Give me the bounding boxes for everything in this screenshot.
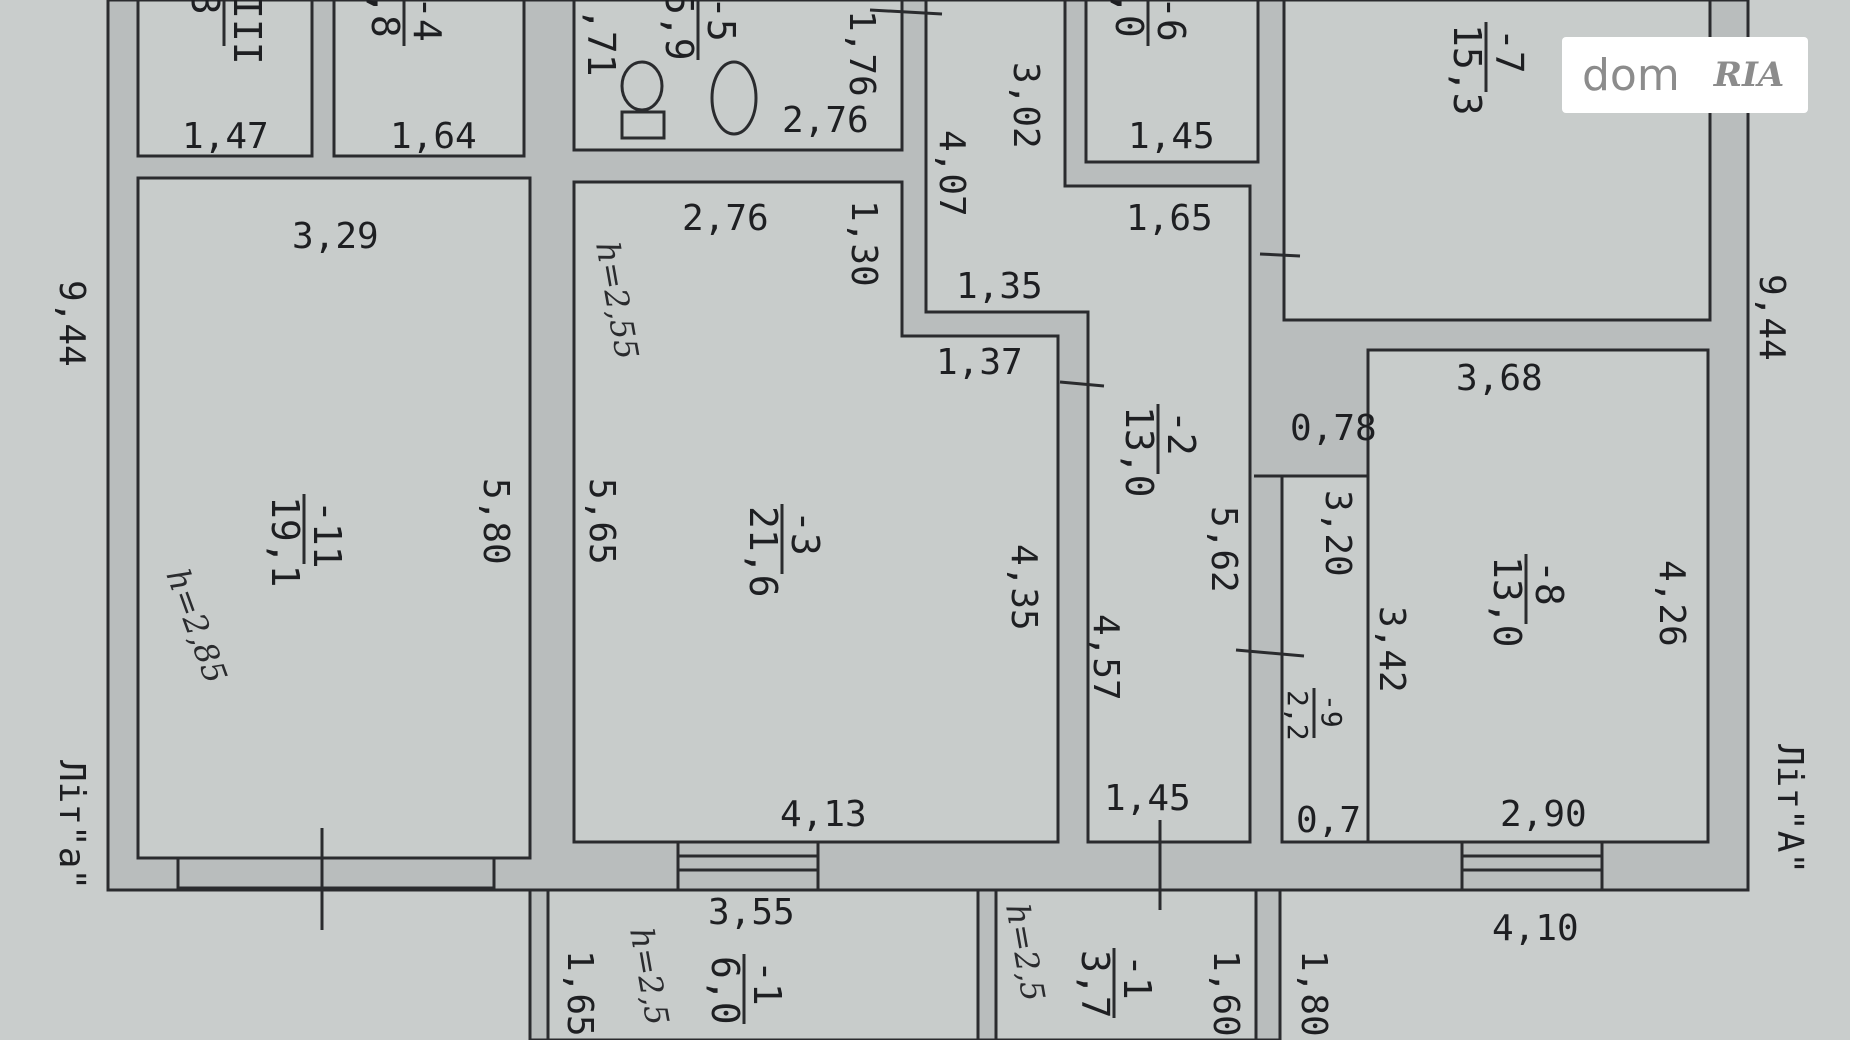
- svg-text:-3: -3: [783, 510, 827, 556]
- room-label-4: -4 ,8: [363, 0, 449, 46]
- svg-text:-7: -7: [1487, 28, 1531, 74]
- room-9: [1280, 474, 1370, 844]
- room-2: [924, 0, 1252, 844]
- svg-text:15,3: 15,3: [1445, 24, 1489, 116]
- svg-text:,0: ,0: [1107, 0, 1151, 38]
- dim-label: 1,47: [182, 116, 269, 157]
- dim-label: 4,07: [931, 130, 972, 217]
- litera-left: Літ"а": [51, 760, 92, 890]
- room-label-9: -9 2,2: [1281, 688, 1348, 741]
- svg-text:6,0: 6,0: [703, 956, 747, 1025]
- toilet-fixture: [620, 60, 758, 140]
- svg-text:-4: -4: [405, 0, 449, 42]
- dim-label: 1,76: [841, 10, 882, 97]
- dim-label: 3,02: [1005, 62, 1046, 149]
- room-label-8: -8 13,0: [1485, 554, 1571, 648]
- room-5: [572, 0, 904, 152]
- room-6: [1084, 0, 1260, 164]
- dim-label: 3,42: [1371, 606, 1412, 693]
- room-4: [332, 0, 526, 158]
- dim-label: 4,35: [1003, 544, 1044, 631]
- room-11: [136, 176, 532, 860]
- windows: [176, 840, 1604, 892]
- dim-label: 5,62: [1203, 506, 1244, 593]
- svg-text:5,9: 5,9: [657, 0, 701, 61]
- logo-dom: dom: [1582, 49, 1680, 101]
- dim-label: 1,65: [1126, 198, 1213, 239]
- dim-label: 1,80: [1293, 950, 1334, 1037]
- svg-text:-1: -1: [745, 960, 789, 1006]
- litera-right: Літ"А": [1769, 744, 1810, 874]
- svg-text:21,6: 21,6: [741, 506, 785, 598]
- room-label-11: -11 19,1: [263, 494, 349, 588]
- room-label-5: -5 5,9: [657, 0, 743, 61]
- dim-label: 9,44: [1751, 274, 1792, 361]
- svg-text:3,7: 3,7: [1073, 950, 1117, 1019]
- dim-label: 0,78: [1290, 408, 1377, 449]
- svg-text:-2: -2: [1159, 410, 1203, 456]
- dim-label: 1,30: [843, 200, 884, 287]
- dim-label: 5,80: [475, 478, 516, 565]
- dim-label: 4,10: [1492, 908, 1579, 949]
- svg-text:19,1: 19,1: [263, 496, 307, 588]
- dim-label: 3,29: [292, 216, 379, 257]
- room-label-iii: III 3: [183, 0, 269, 65]
- svg-text:,8: ,8: [363, 0, 407, 38]
- dim-label: 1,64: [390, 116, 477, 157]
- svg-text:3: 3: [183, 0, 227, 15]
- dim-label: 1,65: [559, 950, 600, 1037]
- room-label-2: -2 13,0: [1117, 404, 1203, 498]
- door-marks: [320, 8, 1305, 930]
- dim-label: 3,68: [1456, 358, 1543, 399]
- room-3: [572, 180, 1060, 844]
- dim-label: 0,7: [1296, 800, 1361, 841]
- dim-label: 4,13: [780, 794, 867, 835]
- room-label-1a: -1 6,0: [703, 954, 789, 1025]
- svg-text:-1: -1: [1115, 954, 1159, 1000]
- logo-ria: RIA: [1713, 55, 1785, 95]
- partial-label: ,71: [579, 8, 623, 77]
- svg-text:-6: -6: [1149, 0, 1193, 42]
- room-label-1b: -1 3,7: [1073, 948, 1159, 1019]
- svg-text:-9: -9: [1315, 694, 1348, 728]
- room-label-6: -6 ,0: [1107, 0, 1193, 46]
- dim-label: 3,55: [708, 892, 795, 933]
- dim-label: 2,76: [682, 198, 769, 239]
- svg-text:13,0: 13,0: [1117, 406, 1161, 498]
- dim-label: 4,57: [1085, 614, 1126, 701]
- room-label-3: -3 21,6: [741, 504, 827, 598]
- svg-text:-5: -5: [699, 0, 743, 42]
- dim-label: 1,35: [956, 266, 1043, 307]
- dim-label: 9,44: [51, 280, 92, 367]
- svg-text:2,2: 2,2: [1281, 690, 1314, 741]
- dim-label: 3,20: [1317, 490, 1358, 577]
- dim-label: 1,45: [1104, 778, 1191, 819]
- dim-label: 1,37: [936, 342, 1023, 383]
- room-8: [1366, 348, 1710, 844]
- dim-label: 4,26: [1651, 560, 1692, 647]
- svg-text:III: III: [225, 0, 269, 65]
- dim-label: 1,45: [1128, 116, 1215, 157]
- svg-text:-11: -11: [305, 500, 349, 569]
- domria-watermark: dom RIA: [1562, 37, 1808, 113]
- dim-label: 2,76: [782, 100, 869, 141]
- svg-text:-8: -8: [1527, 560, 1571, 606]
- svg-text:13,0: 13,0: [1485, 556, 1529, 648]
- dim-label: 2,90: [1500, 794, 1587, 835]
- dim-label: 5,65: [581, 478, 622, 565]
- dim-label: 1,60: [1205, 950, 1246, 1037]
- room-label-7: -7 15,3: [1445, 22, 1531, 116]
